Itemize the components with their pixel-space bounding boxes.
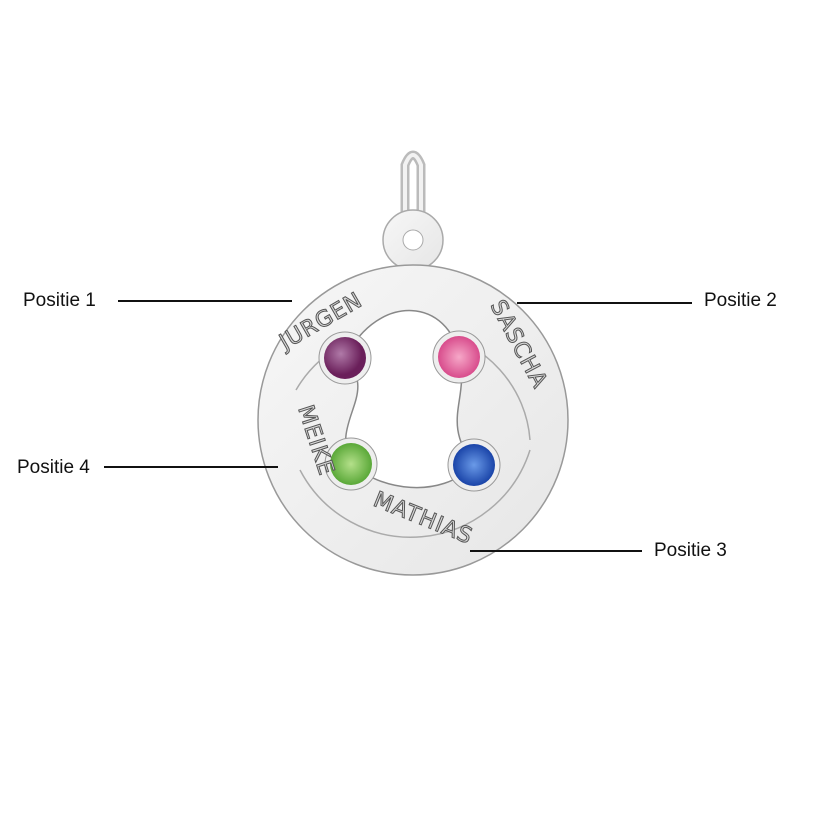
gem-green: [330, 443, 372, 485]
leader-line-4: [104, 466, 278, 468]
leader-line-2: [517, 302, 692, 304]
label-position-3: Positie 3: [654, 540, 727, 561]
leader-line-3: [470, 550, 642, 552]
label-position-1: Positie 1: [23, 290, 96, 311]
label-position-4: Positie 4: [17, 457, 90, 478]
gem-pink: [438, 336, 480, 378]
gem-purple: [324, 337, 366, 379]
label-position-2: Positie 2: [704, 290, 777, 311]
bail-icon: [400, 150, 426, 240]
gem-blue: [453, 444, 495, 486]
leader-line-1: [118, 300, 292, 302]
